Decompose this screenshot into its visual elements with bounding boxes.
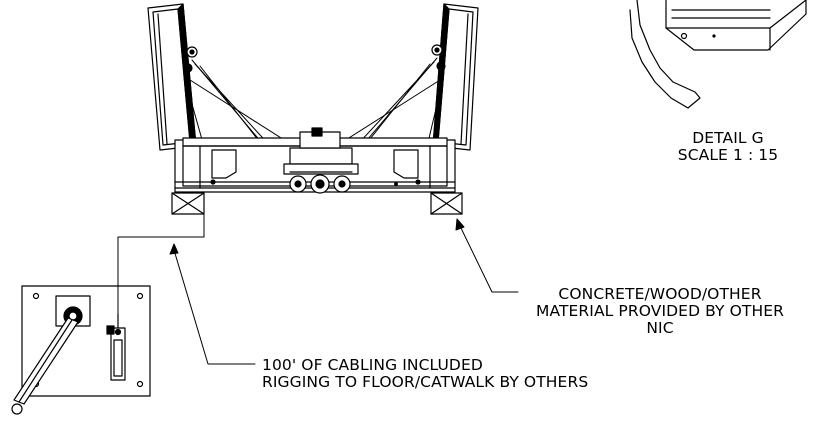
cabling-note-line-1: 100' OF CABLING INCLUDED: [262, 356, 483, 374]
cabling-note: 100' OF CABLING INCLUDED RIGGING TO FLOO…: [262, 357, 588, 391]
leader-material: [455, 218, 519, 293]
left-door-panel: [147, 3, 198, 151]
material-note-line-2: MATERIAL PROVIDED BY OTHER: [535, 302, 785, 320]
leader-cabling: [117, 213, 256, 365]
material-note-line-1: CONCRETE/WOOD/OTHER: [558, 285, 762, 303]
left-support-block: [171, 192, 205, 215]
detail-g-view: [629, 0, 807, 109]
right-door-panel: [431, 3, 479, 151]
right-support-block: [430, 192, 463, 215]
detail-title: DETAIL G: [692, 129, 764, 147]
material-note-line-3: NIC: [646, 319, 674, 337]
detail-scale: SCALE 1 : 15: [677, 146, 779, 164]
center-mechanism: [283, 127, 359, 194]
detail-g-label: DETAIL G SCALE 1 : 15: [648, 130, 808, 164]
material-note: CONCRETE/WOOD/OTHER MATERIAL PROVIDED BY…: [500, 286, 820, 337]
control-box: [11, 285, 151, 415]
cabling-note-line-2: RIGGING TO FLOOR/CATWALK BY OTHERS: [262, 373, 589, 391]
